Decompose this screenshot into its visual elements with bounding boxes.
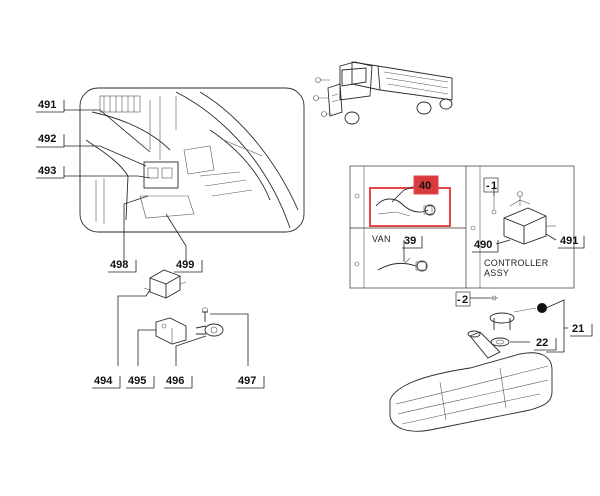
callout-label: 496 (166, 375, 184, 387)
callout-498[interactable]: 498 (108, 259, 137, 273)
callout-label: - (486, 180, 490, 192)
callout-label: 498 (110, 259, 128, 271)
callout-1[interactable]: - 1 (483, 177, 499, 193)
callout-label: 499 (176, 259, 194, 271)
fuel-tank-assembly (389, 295, 553, 432)
callout-label: 491 (560, 235, 578, 247)
callout-39[interactable]: 39 (402, 235, 423, 249)
callout-495[interactable]: 495 (126, 375, 155, 389)
callout-493[interactable]: 493 (36, 165, 65, 179)
callout-label: 22 (536, 337, 548, 349)
callout-label: 491 (38, 99, 56, 111)
controller-assembly-panel (349, 165, 575, 289)
leader-lines (64, 109, 568, 366)
callout-label: - (457, 294, 461, 306)
callout-label: 2 (462, 294, 468, 306)
callout-label: 495 (128, 375, 146, 387)
callout-40-highlighted[interactable]: 40 (413, 175, 439, 195)
callout-491-left[interactable]: 491 (36, 99, 65, 113)
callout-496[interactable]: 496 (164, 375, 193, 389)
controller-label-line1: CONTROLLER (484, 258, 549, 268)
callout-499[interactable]: 499 (174, 259, 203, 273)
highlight-badge-40 (413, 175, 439, 195)
truck-illustration (313, 61, 453, 125)
relay-part-494 (143, 269, 187, 299)
callout-label: 492 (38, 133, 56, 145)
callout-497[interactable]: 497 (236, 375, 265, 389)
callout-21[interactable]: 21 (570, 323, 593, 337)
callout-490[interactable]: 490 (472, 239, 499, 253)
callout-494[interactable]: 494 (92, 375, 121, 389)
callout-label: 40 (419, 180, 431, 192)
callout-label: 21 (572, 323, 584, 335)
assembly-outer-box (349, 165, 575, 289)
dashboard-frame (79, 87, 305, 233)
callout-2[interactable]: - 2 (455, 291, 471, 307)
screw-part-497 (202, 307, 208, 322)
callout-label: 494 (94, 375, 113, 387)
van-label: VAN (372, 234, 391, 244)
callout-label: 1 (491, 180, 497, 192)
callout-22[interactable]: 22 (534, 337, 557, 351)
dashboard-view (79, 87, 305, 233)
switch-cluster (143, 161, 179, 189)
controller-label-line2: ASSY (484, 268, 509, 278)
callout-label: 39 (404, 235, 416, 247)
callout-492[interactable]: 492 (36, 133, 65, 148)
fuel-pump-connector (537, 303, 547, 313)
sensor-part-496 (195, 323, 224, 337)
callout-label: 497 (238, 375, 256, 387)
bracket-part-495 (155, 317, 187, 345)
callout-label: 493 (38, 165, 56, 177)
callout-label: 490 (474, 239, 492, 251)
callout-491-right[interactable]: 491 (558, 235, 585, 249)
